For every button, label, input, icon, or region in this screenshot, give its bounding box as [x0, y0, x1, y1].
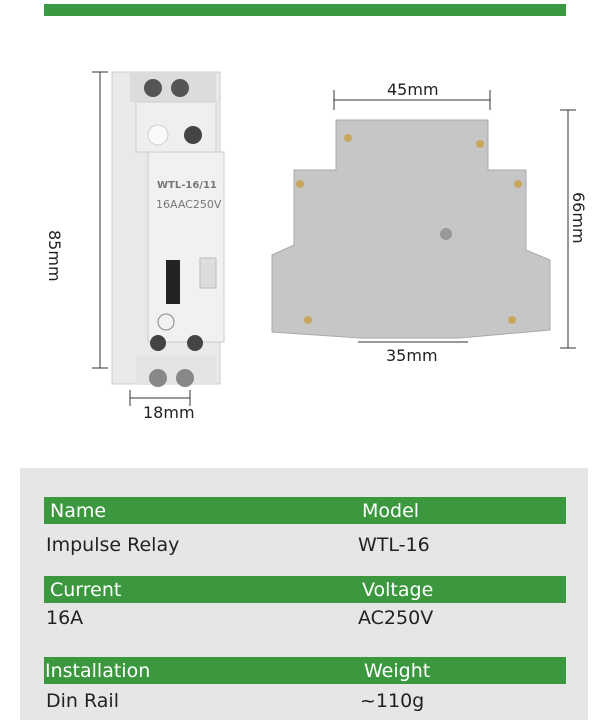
spec-header: Voltage — [362, 579, 434, 601]
spec-value-row: Impulse Relay WTL-16 — [44, 531, 566, 559]
spec-value-row: Din Rail ~110g — [44, 687, 566, 715]
spec-header: Model — [362, 500, 420, 522]
top-width-label: 45mm — [387, 80, 439, 99]
spec-value-row: 16A AC250V — [44, 604, 566, 632]
spec-value: Din Rail — [46, 690, 119, 712]
height-dimension-label: 85mm — [45, 230, 64, 282]
spec-value: Impulse Relay — [46, 534, 180, 556]
toggle-lever — [166, 260, 180, 304]
rail-width-label: 35mm — [386, 346, 438, 365]
width-dimension-label: 18mm — [143, 403, 195, 422]
spec-header-row: Name Model — [44, 497, 566, 524]
top-accent-bar — [44, 4, 566, 16]
relay-front-view: WTL-16/11 16AAC250V — [92, 71, 225, 406]
spec-header: Current — [50, 579, 122, 601]
side-height-label: 66mm — [569, 192, 588, 244]
spec-header: Name — [50, 500, 107, 522]
spec-value: WTL-16 — [358, 534, 430, 556]
spec-value: AC250V — [358, 607, 434, 629]
spec-header-row: Current Voltage — [44, 576, 566, 603]
front-model-label: WTL-16/11 — [157, 180, 217, 191]
front-rating-label: 16AAC250V — [156, 198, 222, 211]
spec-header: Weight — [364, 660, 431, 682]
spec-value: 16A — [46, 607, 84, 629]
spec-header: Installation — [45, 660, 151, 682]
spec-value: ~110g — [360, 690, 425, 712]
spec-header-row: Installation Weight — [44, 657, 566, 684]
relay-side-view — [271, 90, 576, 349]
